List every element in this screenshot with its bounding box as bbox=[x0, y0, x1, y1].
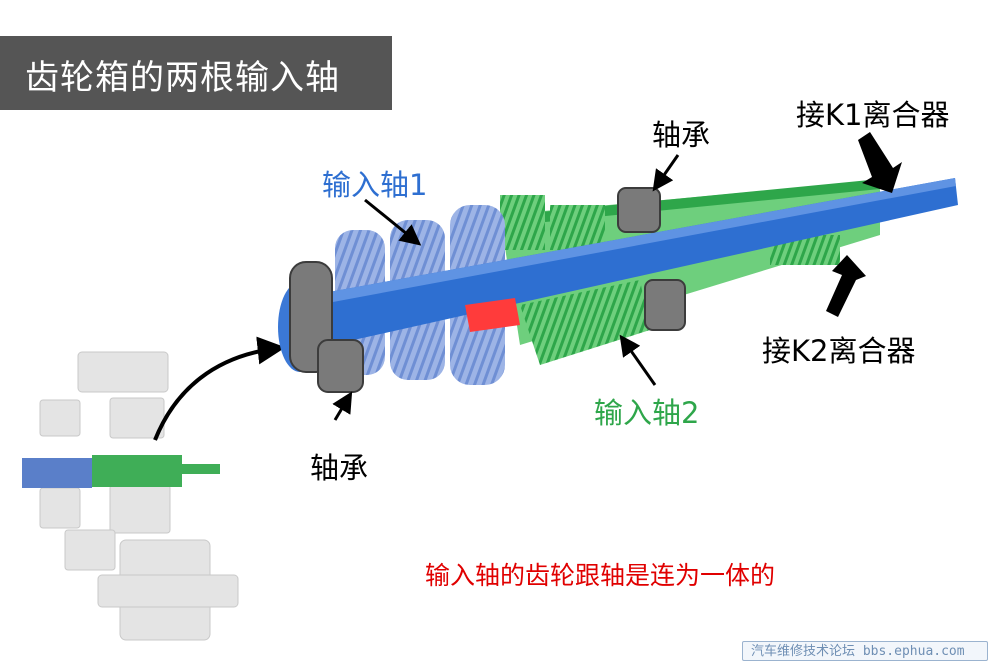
caption-note: 输入轴的齿轮跟轴是连为一体的 bbox=[425, 561, 776, 590]
label-bearing-bottom: 轴承 bbox=[310, 451, 369, 485]
arrow-k1-clutch bbox=[858, 132, 902, 193]
arrow-input-shaft-2 bbox=[619, 334, 657, 386]
title-bar bbox=[0, 36, 392, 110]
label-input-shaft-1: 输入轴1 bbox=[322, 168, 428, 202]
bearing-lower bbox=[317, 339, 364, 393]
page-title: 齿轮箱的两根输入轴 bbox=[25, 58, 340, 98]
arrow-bearing-top bbox=[652, 154, 680, 192]
integrated-gear-highlight bbox=[465, 298, 520, 332]
zoom-arrow bbox=[153, 336, 286, 441]
label-k1-clutch: 接K1离合器 bbox=[796, 98, 950, 132]
label-k2-clutch: 接K2离合器 bbox=[762, 334, 916, 368]
label-input-shaft-2: 输入轴2 bbox=[594, 396, 700, 430]
gearbox-thumbnail bbox=[20, 351, 250, 655]
arrow-bearing-bottom bbox=[332, 391, 353, 421]
arrow-k2-clutch bbox=[826, 255, 866, 317]
arrow-input-shaft-1 bbox=[364, 198, 422, 246]
bearing-upper bbox=[617, 187, 661, 233]
bearing-rear bbox=[644, 279, 686, 331]
watermark: 汽车维修技术论坛 bbs.ephua.com bbox=[742, 641, 988, 661]
label-bearing-top: 轴承 bbox=[652, 118, 711, 152]
